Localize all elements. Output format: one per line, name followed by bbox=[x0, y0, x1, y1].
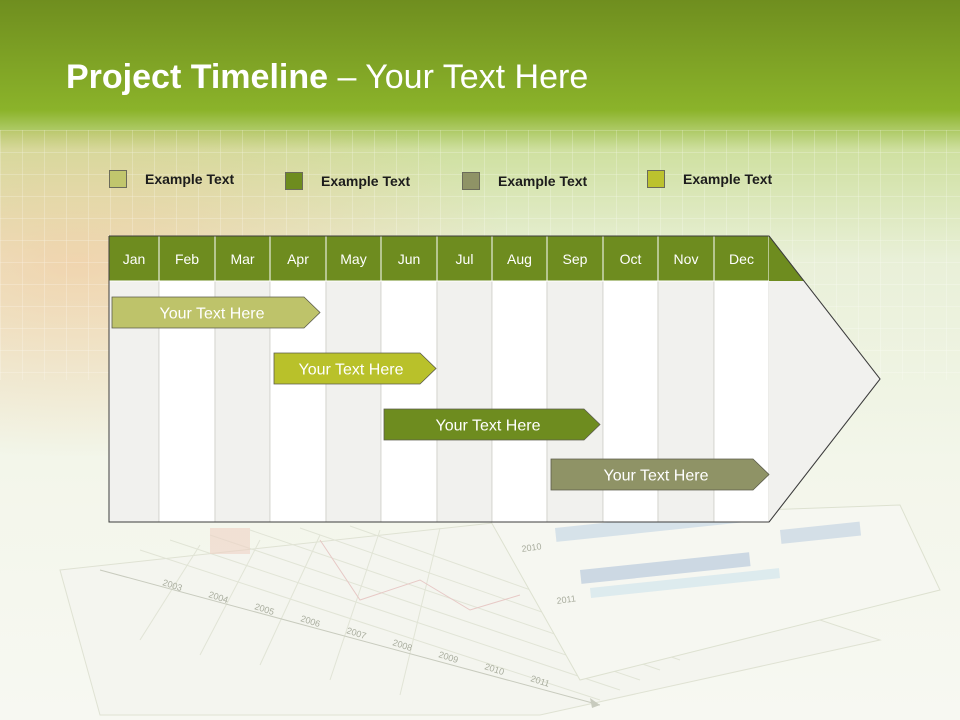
arrow-head-fill bbox=[769, 281, 880, 522]
task-bar-label-4: Your Text Here bbox=[604, 468, 709, 485]
graph-paper-bar bbox=[210, 528, 250, 554]
slide-title: Project Timeline – Your Text Here bbox=[66, 58, 588, 97]
month-label-oct: Oct bbox=[620, 251, 642, 267]
month-label-sep: Sep bbox=[563, 251, 588, 267]
report-bar-2 bbox=[580, 552, 751, 584]
month-column-jun bbox=[380, 280, 438, 523]
month-header-cell bbox=[108, 235, 160, 282]
title-bold: Project Timeline bbox=[66, 58, 329, 96]
report-bar-4 bbox=[780, 521, 862, 544]
task-bar-2 bbox=[273, 352, 437, 385]
legend-swatch-1 bbox=[109, 170, 127, 188]
legend-swatch-4 bbox=[647, 170, 665, 188]
task-bar-4 bbox=[550, 458, 770, 491]
month-label-dec: Dec bbox=[729, 251, 754, 267]
title-rest: – Your Text Here bbox=[328, 58, 589, 96]
legend-item-3: Example Text bbox=[462, 172, 587, 190]
report-year-labels: 2010 2011 bbox=[521, 541, 577, 606]
month-column-may bbox=[325, 280, 382, 523]
graph-paper-axis bbox=[99, 569, 601, 706]
legend-label-1: Example Text bbox=[145, 171, 235, 187]
graph-paper-axis-arrow bbox=[590, 698, 600, 708]
month-label-jun: Jun bbox=[398, 251, 421, 267]
month-label-jan: Jan bbox=[123, 251, 146, 267]
task-bar-label-3: Your Text Here bbox=[436, 418, 541, 435]
legend-swatch-3 bbox=[462, 172, 480, 190]
bg-year-label: 2011 bbox=[556, 593, 577, 606]
month-label-apr: Apr bbox=[287, 251, 309, 267]
month-column-jul bbox=[436, 280, 493, 523]
task-bar-label-2: Your Text Here bbox=[299, 362, 404, 379]
bg-year-label: 2010 bbox=[521, 541, 542, 554]
report-bar-3 bbox=[590, 568, 781, 598]
month-label-jul: Jul bbox=[456, 251, 474, 267]
month-label-nov: Nov bbox=[674, 251, 699, 267]
month-header-cell bbox=[602, 235, 659, 282]
month-header-cell bbox=[657, 235, 715, 282]
month-column-aug bbox=[491, 280, 548, 523]
legend-swatch-2 bbox=[285, 172, 303, 190]
graph-paper-line bbox=[319, 539, 521, 611]
month-label-mar: Mar bbox=[230, 251, 254, 267]
month-header-cell bbox=[158, 235, 216, 282]
month-label-may: May bbox=[340, 251, 366, 267]
task-bar-label-1: Your Text Here bbox=[160, 306, 265, 323]
legend-label-4: Example Text bbox=[683, 171, 773, 187]
month-header-cell bbox=[546, 235, 604, 282]
legend-item-4: Example Text bbox=[647, 170, 772, 188]
legend-label-3: Example Text bbox=[498, 173, 588, 189]
month-header-cell bbox=[713, 235, 770, 282]
month-label-aug: Aug bbox=[507, 251, 532, 267]
month-header-cell bbox=[214, 235, 271, 282]
legend-item-2: Example Text bbox=[285, 172, 410, 190]
graph-paper-sheet bbox=[59, 519, 882, 716]
task-bar-3 bbox=[383, 408, 601, 441]
legend-item-1: Example Text bbox=[109, 170, 234, 188]
month-label-feb: Feb bbox=[175, 251, 199, 267]
legend-label-2: Example Text bbox=[321, 173, 411, 189]
month-header-cell bbox=[325, 235, 382, 282]
timeline-outline bbox=[108, 235, 881, 523]
task-bar-1 bbox=[111, 296, 321, 329]
